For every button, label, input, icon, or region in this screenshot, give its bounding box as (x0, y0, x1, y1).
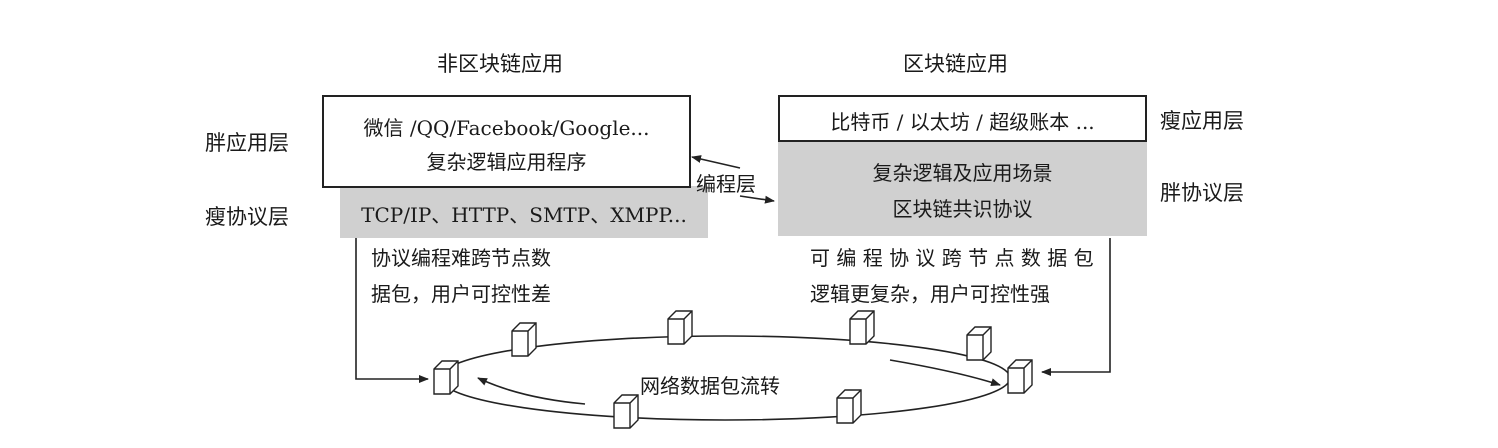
right-desc-line1: 可 编 程 协 议 跨 节 点 数 据 包 (810, 246, 1094, 270)
flow-arrow-left (477, 377, 586, 405)
cube-icon (849, 310, 875, 345)
cube-icon (966, 326, 992, 361)
programming-layer-label: 编程层 (696, 172, 756, 196)
right-protocol-text-line2: 区块链共识协议 (892, 197, 1033, 221)
programming-arrow-left (691, 155, 741, 169)
right-protocol-text-line1: 复杂逻辑及应用场景 (872, 161, 1053, 185)
right-connector-arrow (1041, 238, 1111, 376)
left-app-box: 微信 /QQ/Facebook/Google... 复杂逻辑应用程序 (322, 95, 691, 188)
cube-icon (1007, 359, 1033, 394)
programming-arrow-right (739, 195, 775, 204)
thin-app-layer-label: 瘦应用层 (1160, 109, 1244, 133)
right-desc-line2: 逻辑更复杂，用户可控性强 (810, 282, 1050, 306)
cube-icon (667, 310, 693, 345)
thin-protocol-layer-label: 瘦协议层 (205, 205, 289, 229)
left-app-text-line1: 微信 /QQ/Facebook/Google... (363, 116, 650, 140)
right-description: 可 编 程 协 议 跨 节 点 数 据 包 逻辑更复杂，用户可控性强 (810, 240, 1094, 312)
fat-protocol-layer-label: 胖协议层 (1160, 181, 1244, 205)
cube-icon (511, 322, 537, 357)
left-desc-line2: 据包，用户可控性差 (371, 282, 551, 306)
left-protocol-box: TCP/IP、HTTP、SMTP、XMPP... (340, 186, 708, 238)
flow-arrow-right (889, 359, 1001, 387)
right-app-box: 比特币 / 以太坊 / 超级账本 ... (778, 95, 1147, 142)
right-protocol-box: 复杂逻辑及应用场景 区块链共识协议 (778, 140, 1147, 236)
right-title: 区块链应用 (903, 52, 1008, 76)
left-title: 非区块链应用 (437, 52, 563, 76)
cube-icon (433, 360, 459, 395)
left-desc-line1: 协议编程难跨节点数 (371, 246, 551, 270)
cube-icon (836, 389, 862, 424)
fat-app-layer-label: 胖应用层 (205, 131, 289, 155)
left-connector-arrow (355, 238, 429, 383)
left-description: 协议编程难跨节点数 据包，用户可控性差 (371, 240, 551, 312)
cube-icon (613, 394, 639, 429)
network-label: 网络数据包流转 (640, 374, 780, 398)
left-protocol-text: TCP/IP、HTTP、SMTP、XMPP... (361, 203, 687, 227)
right-app-text: 比特币 / 以太坊 / 超级账本 ... (830, 110, 1095, 134)
left-app-text-line2: 复杂逻辑应用程序 (426, 150, 587, 174)
